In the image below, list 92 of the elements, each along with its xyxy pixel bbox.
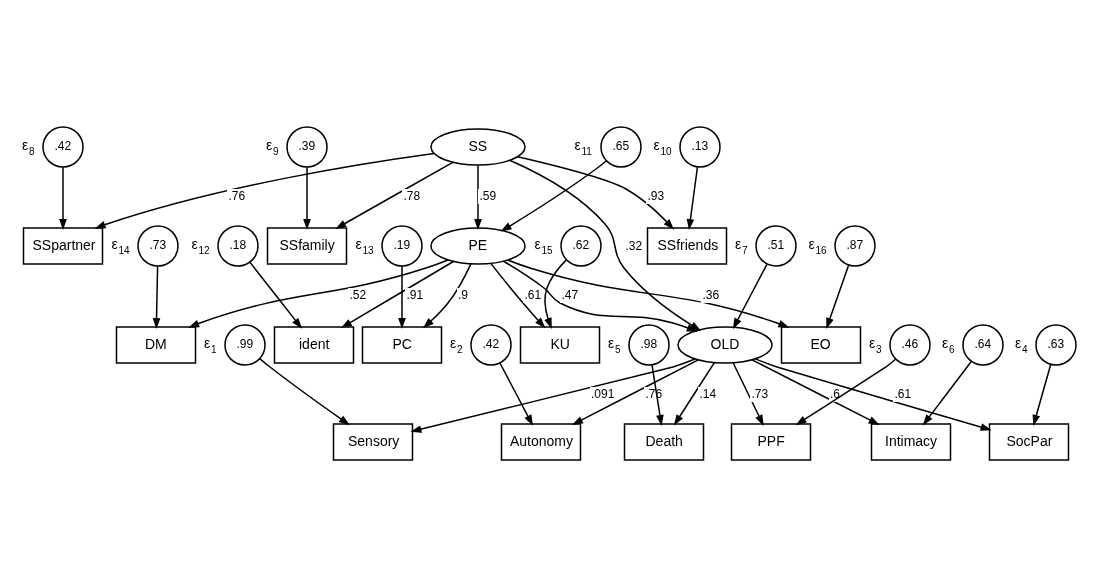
node-ellipse: SS xyxy=(430,128,526,166)
node-circle: .98 xyxy=(628,324,670,366)
node-label: ε$_{15}$ xyxy=(534,235,553,257)
node-box: SSfamily xyxy=(266,227,348,265)
arrow xyxy=(59,166,67,231)
node-label: ε$_{8}$ xyxy=(22,136,35,158)
node-ellipse: PE xyxy=(430,227,526,265)
node-label: ε$_{6}$ xyxy=(942,334,955,356)
node-label: ε$_{13}$ xyxy=(355,235,374,257)
node-label: ε$_{16}$ xyxy=(808,235,827,257)
node-label: ε$_{11}$ xyxy=(574,136,592,158)
edge-label: .61 xyxy=(894,387,912,402)
node-circle: .42 xyxy=(42,126,84,168)
node-circle: .62 xyxy=(560,225,602,267)
edge-label: .52 xyxy=(349,288,367,303)
node-box: KU xyxy=(519,326,601,364)
node-circle: .19 xyxy=(381,225,423,267)
arrow xyxy=(1032,363,1052,426)
arrow xyxy=(340,260,455,329)
node-circle: .64 xyxy=(962,324,1004,366)
node-box: SocPar xyxy=(988,423,1070,461)
arrow xyxy=(474,164,482,231)
node-label: ε$_{5}$ xyxy=(608,334,621,356)
arrow xyxy=(754,358,992,431)
arrow xyxy=(490,262,546,329)
node-circle: .39 xyxy=(286,126,328,168)
node-label: ε$_{9}$ xyxy=(266,136,279,158)
edge-label: .59 xyxy=(479,189,497,204)
edge-label: .6 xyxy=(830,387,841,402)
edge-label: .36 xyxy=(702,288,720,303)
node-label: ε$_{2}$ xyxy=(450,334,463,356)
edge-label: .93 xyxy=(647,189,665,204)
node-label: ε$_{4}$ xyxy=(1015,334,1028,356)
arrow xyxy=(410,358,696,433)
arrow xyxy=(572,359,699,425)
node-box: PC xyxy=(361,326,443,364)
edge-label: .78 xyxy=(403,189,421,204)
node-box: Intimacy xyxy=(870,423,952,461)
edge-label: .73 xyxy=(751,387,769,402)
node-box: Autonomy xyxy=(500,423,582,461)
edge-label: .14 xyxy=(699,387,717,402)
arrow xyxy=(500,160,608,232)
node-circle: .51 xyxy=(755,225,797,267)
arrow xyxy=(152,265,161,330)
node-box: PPF xyxy=(730,423,812,461)
arrow xyxy=(732,263,768,330)
node-box: DM xyxy=(115,326,197,364)
node-circle: .99 xyxy=(224,324,266,366)
node-label: ε$_{10}$ xyxy=(653,136,672,158)
arrow xyxy=(188,259,449,328)
node-label: ε$_{12}$ xyxy=(191,235,210,257)
edge-label: .47 xyxy=(561,288,579,303)
node-box: SSfriends xyxy=(646,227,728,265)
edge-label: .61 xyxy=(524,288,542,303)
edge-label: .32 xyxy=(625,238,643,253)
arrow xyxy=(795,358,897,426)
edge-label: .91 xyxy=(406,288,424,303)
arrow xyxy=(922,360,972,426)
node-circle: .18 xyxy=(217,225,259,267)
node-label: ε$_{1}$ xyxy=(204,334,217,356)
node-label: ε$_{14}$ xyxy=(111,235,130,257)
arrow xyxy=(502,260,698,332)
arrow xyxy=(303,166,311,231)
edge-label: .76 xyxy=(228,189,246,204)
edge-label: .091 xyxy=(591,387,615,402)
node-label: ε$_{7}$ xyxy=(735,235,748,257)
node-circle: .13 xyxy=(679,126,721,168)
arrow xyxy=(258,357,350,426)
arrow xyxy=(826,264,850,329)
arrow xyxy=(544,259,568,329)
node-circle: .46 xyxy=(889,324,931,366)
node-circle: .42 xyxy=(470,324,512,366)
node-circle: .65 xyxy=(600,126,642,168)
arrow xyxy=(499,362,534,426)
node-box: Sensory xyxy=(332,423,414,461)
arrow xyxy=(94,152,435,229)
node-box: SSpartner xyxy=(22,227,104,265)
node-circle: .87 xyxy=(834,225,876,267)
node-label: ε$_{3}$ xyxy=(869,334,882,356)
node-box: Death xyxy=(623,423,705,461)
edge-label: .9 xyxy=(458,288,469,303)
arrow xyxy=(686,166,699,231)
arrow xyxy=(516,156,675,230)
arrow xyxy=(732,362,764,426)
node-box: EO xyxy=(780,326,862,364)
node-circle: .73 xyxy=(137,225,179,267)
arrow xyxy=(398,265,406,330)
arrow xyxy=(335,161,454,229)
arrow xyxy=(507,259,790,328)
arrow xyxy=(249,261,303,329)
node-circle: .63 xyxy=(1035,324,1077,366)
node-box: ident xyxy=(273,326,355,364)
